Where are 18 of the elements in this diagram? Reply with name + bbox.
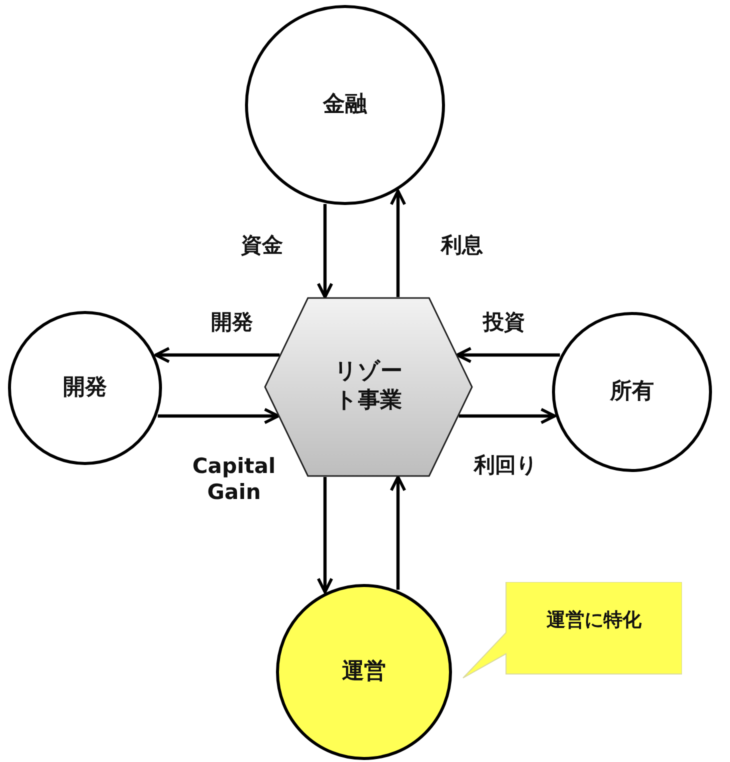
edge-label: 資金 — [241, 232, 283, 258]
arrow — [316, 204, 334, 298]
arrow — [154, 346, 280, 364]
edge-label: 利回り — [474, 452, 538, 478]
edge-label: 開発 — [211, 308, 253, 336]
circle: 開発 — [8, 311, 162, 465]
edge-label: 利息 — [441, 232, 483, 258]
arrow — [458, 408, 556, 424]
arrow — [390, 190, 406, 297]
arrow — [456, 346, 560, 364]
circle: 金融 — [245, 5, 445, 205]
circle: 運営 — [276, 584, 452, 760]
circle: 所有 — [552, 312, 712, 472]
edge-label: Capital Gain — [191, 452, 277, 506]
arrow — [390, 476, 406, 590]
arrow — [316, 477, 334, 594]
edge-label: 投資 — [483, 308, 525, 336]
arrow — [158, 408, 280, 424]
